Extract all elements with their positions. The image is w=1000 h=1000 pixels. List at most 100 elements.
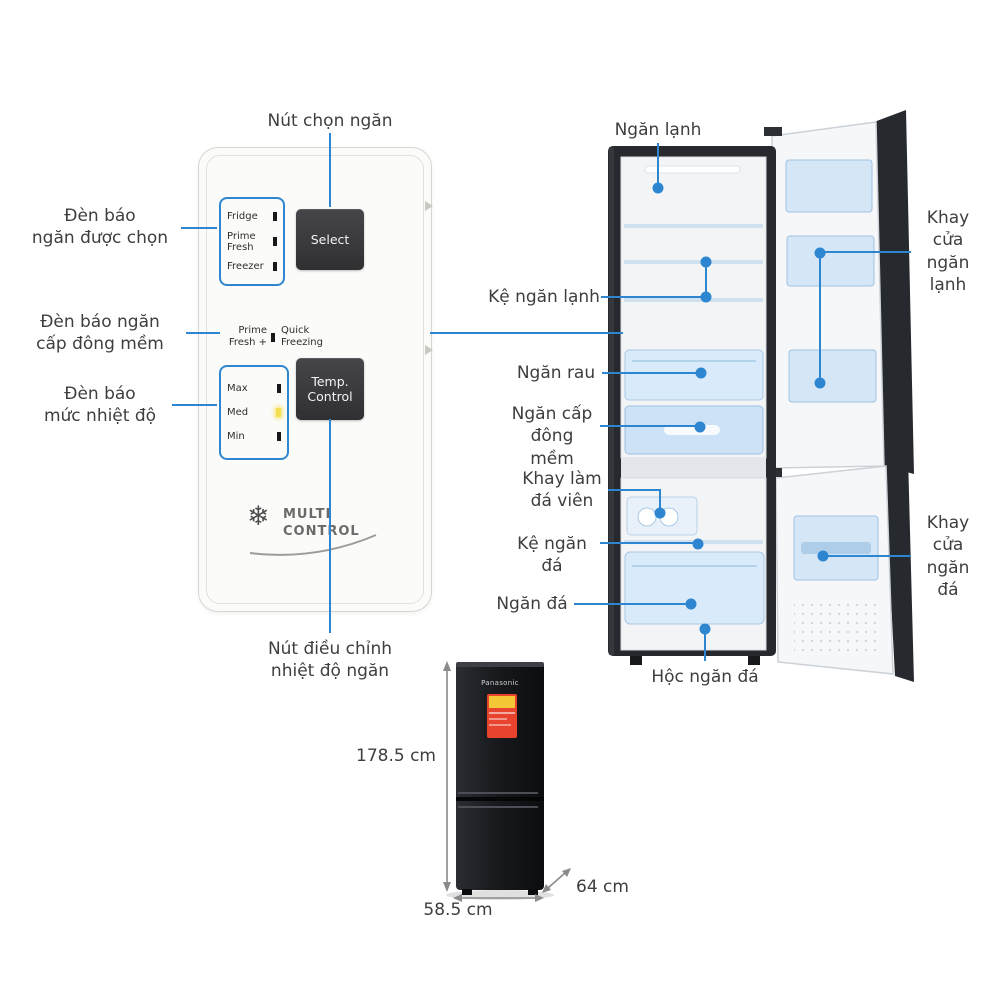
soft-freeze-led: [271, 333, 275, 342]
dot-ngan-rau: [695, 367, 707, 379]
dot-ngan-lanh: [652, 182, 664, 194]
indicator-label-med: Med: [227, 407, 249, 418]
quick-freezing-label: Quick Freezing: [281, 325, 323, 348]
freezer-basket: [624, 551, 765, 625]
freezer-door-texture: [794, 598, 878, 656]
freezer-door-outer-edge: [884, 456, 914, 682]
ice-tray-knob-2: [659, 507, 679, 527]
closed-foot-left: [462, 889, 472, 895]
indicator-label-fridge: Fridge: [227, 210, 258, 222]
door-bin-3: [788, 349, 877, 403]
callout-temp-leds: Đèn báo mức nhiệt độ: [43, 384, 157, 427]
freezer-door-bin: [793, 515, 879, 581]
fridge-interior: [620, 156, 767, 459]
open-fridge-illustration: [608, 110, 914, 682]
door-bin-2: [786, 235, 875, 287]
indicator-led-med: [276, 408, 281, 417]
cabinet-edge-highlight: [609, 147, 614, 655]
sticker-line-2: [489, 718, 507, 720]
fridge-shelf-2: [624, 260, 763, 264]
indicator-row-freezer: Freezer: [227, 261, 277, 272]
dot-hoc-ngan-da: [699, 623, 711, 635]
veg-drawer: [624, 349, 764, 401]
door-bin-1: [785, 159, 873, 213]
fridge-door-inner: [771, 121, 885, 469]
callout-khay-cua-ngan-lanh: Khay cửa ngăn lạnh: [926, 208, 970, 296]
callout-ke-ngan-da: Kệ ngăn đá: [517, 534, 587, 577]
freezer-shelf: [624, 540, 763, 544]
door-split: [456, 797, 544, 801]
control-panel: Fridge Prime Fresh Freezer Select Prime …: [198, 147, 433, 612]
dot-ngan-da: [685, 598, 697, 610]
indicator-label-prime-fresh: Prime Fresh: [227, 230, 256, 253]
callout-ngan-rau: Ngăn rau: [516, 363, 596, 383]
indicator-row-max: Max: [227, 383, 281, 394]
prime-fresh-plus-label: Prime Fresh +: [228, 325, 267, 348]
callout-ngan-lanh: Ngăn lạnh: [614, 120, 702, 140]
dot-ke-ngan-da: [692, 538, 704, 550]
sticker-line-1: [489, 712, 515, 714]
fridge-foot-left: [630, 656, 642, 665]
panel-notch-bottom: [425, 345, 433, 355]
callout-hoc-ngan-da: Hộc ngăn đá: [651, 667, 759, 687]
sticker-line-3: [489, 724, 511, 726]
indicator-led-max: [277, 384, 281, 393]
temp-control-button: Temp. Control: [296, 358, 364, 420]
indicator-label-max: Max: [227, 383, 248, 394]
indicator-row-med: Med: [227, 407, 281, 418]
fridge-shelf-3: [624, 298, 763, 302]
ice-tray: [626, 496, 698, 536]
compartment-indicator-group: Fridge Prime Fresh Freezer: [219, 197, 285, 286]
panel-notch-top: [425, 201, 433, 211]
indicator-led-fridge: [273, 211, 277, 221]
closed-fridge-illustration: [446, 662, 554, 900]
depth-arrowhead-far: [562, 868, 571, 877]
callout-soft-freeze-led: Đèn báo ngăn cấp đông mềm: [36, 312, 164, 355]
dimension-depth: 64 cm: [576, 877, 629, 897]
ice-tray-knob-1: [637, 507, 657, 527]
freezer-interior: [620, 477, 767, 651]
fridge-cabinet: [608, 146, 776, 656]
callout-ke-ngan-lanh: Kệ ngăn lạnh: [488, 287, 600, 307]
energy-sticker-band: [489, 696, 515, 708]
closed-fridge-top-edge: [456, 662, 544, 667]
dot-khay-lam-da-vien: [654, 507, 666, 519]
fridge-shadow: [446, 890, 554, 900]
energy-sticker: [487, 694, 517, 738]
temp-indicator-group: Max Med Min: [219, 365, 289, 460]
width-arrowhead-right: [535, 894, 544, 902]
door-hinge-top: [764, 127, 782, 136]
indicator-row-prime-fresh: Prime Fresh: [227, 231, 277, 253]
callout-ngan-cap-dong-mem: Ngăn cấp đông mềm: [511, 404, 593, 469]
indicator-row-min: Min: [227, 431, 281, 442]
handle-groove-top: [458, 792, 538, 794]
snowflake-icon: ❄: [247, 501, 270, 532]
fridge-foot-right: [748, 656, 760, 665]
dot-khay-cua-ngan-da: [817, 550, 829, 562]
indicator-led-min: [277, 432, 281, 441]
freezer-door-inner: [775, 465, 894, 675]
indicator-label-min: Min: [227, 431, 245, 442]
depth-arrowhead-near: [542, 884, 551, 893]
height-arrowhead-bottom: [443, 882, 451, 892]
indicator-row-fridge: Fridge: [227, 211, 277, 222]
closed-foot-right: [528, 889, 538, 895]
compartment-divider: [621, 458, 766, 478]
callout-select-button: Nút chọn ngăn: [267, 111, 393, 131]
indicator-led-prime-fresh: [273, 237, 277, 246]
soft-freeze-drawer: [624, 405, 764, 455]
callout-temp-control-button: Nút điều chỉnh nhiệt độ ngăn: [267, 639, 393, 682]
logo-multi: MULTI: [283, 507, 332, 522]
logo-control: CONTROL: [283, 524, 360, 539]
dimension-width: 58.5 cm: [423, 900, 493, 920]
led-light: [644, 165, 741, 174]
fridge-shelf-1: [624, 224, 763, 228]
dimension-arrows: [443, 661, 571, 902]
fridge-door-outer-edge: [874, 110, 914, 474]
panel-inner-outline: [206, 155, 424, 604]
callout-khay-cua-ngan-da: Khay cửa ngăn đá: [926, 513, 970, 601]
line-khay-lam-da-vien: [608, 489, 661, 510]
